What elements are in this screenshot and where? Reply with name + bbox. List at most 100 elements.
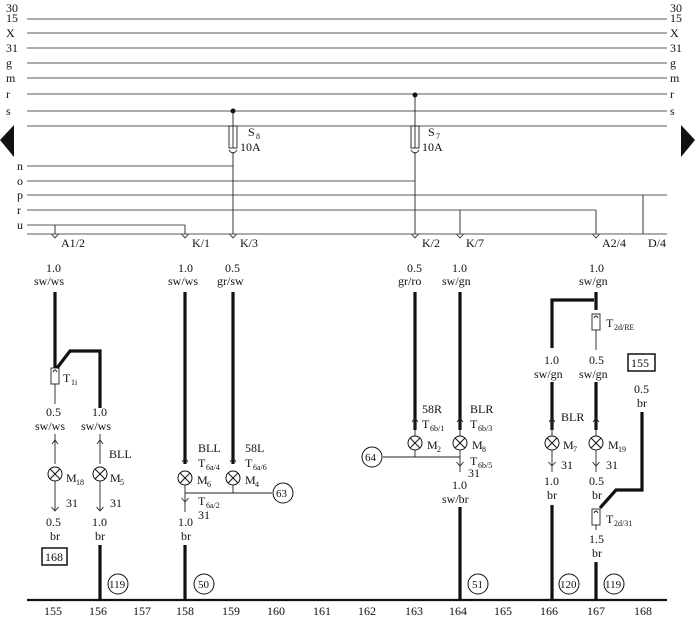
wire-size: 0.5 [46,405,61,419]
bus-label-r-left: r [6,87,10,101]
ref-box-168[interactable] [41,547,68,566]
ref-circle-120[interactable] [558,573,580,595]
lamp-m4-icon [225,470,241,486]
terminal-sub: 6b/3 [478,424,492,433]
wire-color: br [95,529,105,543]
wire-size: 0.5 [225,261,240,275]
lamp-m6-icon [177,470,193,486]
wire-size: 1.0 [178,515,193,529]
fuse-s7: S 7 10A [410,92,443,234]
ref-circle-51[interactable] [467,573,489,595]
bus-label-r-right: r [670,87,674,101]
ref-circle-120-label: 120 [560,579,577,591]
wire-color: gr/sw [217,274,244,288]
pin-58r: 58R [422,402,442,416]
pin-blr: BLR [561,410,584,424]
lamp-m6-sub: 6 [207,480,211,489]
terminal-t2d31: T [606,512,614,526]
pin-31: 31 [468,466,480,480]
ref-circle-119-b[interactable] [603,573,625,595]
terminal-t6a6: T [245,456,253,470]
column-number: 162 [358,604,376,617]
connector-k-3: K/3 [240,236,258,250]
ref-circle-50[interactable] [193,573,215,595]
bus-label-m-left: m [6,71,16,85]
ref-circle-119-label: 119 [109,579,126,591]
wire-color: br [50,529,60,543]
lamp-m18-name: M [66,471,77,485]
terminal-sub: 6b/1 [430,424,444,433]
terminal-t6b5: T [470,454,478,468]
wire-color: sw/ws [34,274,64,288]
wire-color: br [181,529,191,543]
lamp-m4-sub: 4 [255,480,259,489]
connector-k-1: K/1 [192,236,210,250]
wire-size: 1.0 [452,261,467,275]
lamp-m8-name: M [472,438,483,452]
bus-label-g-right: g [670,56,676,70]
circuit-m2-m8: 58R T 6b/1 BLR T 6b/3 M 2 M 8 64 T 6b/5 … [361,292,493,600]
column-number: 164 [449,604,467,617]
fuse-s8-name: S [248,125,255,139]
connector-k-7: K/7 [466,236,484,250]
ref-circle-63[interactable] [272,482,294,504]
wire-size: 1.0 [178,261,193,275]
column-number: 159 [222,604,240,617]
lamp-m6-name: M [197,473,208,487]
connector-arrows [51,233,600,239]
wire-color: br [637,396,647,410]
lamp-m2-icon [407,435,423,451]
wire-size: 1.0 [92,515,107,529]
bus-label-p: p [17,188,23,202]
terminal-t6a4: T [198,456,206,470]
bus-label-31-right: 31 [670,41,682,55]
ref-box-155-label: 155 [631,356,649,370]
ref-box-155[interactable] [627,353,656,372]
fuse-s8-sub: 8 [256,132,260,141]
column-number: 158 [176,604,194,617]
wire-specs-top: 1.0 sw/ws 1.0 sw/ws 0.5 gr/sw 0.5 gr/ro … [34,261,608,288]
pin-31: 31 [561,458,573,472]
bus-label-31-left: 31 [6,41,18,55]
connector-d-4: D/4 [648,236,666,250]
wire-color: sw/gn [442,274,471,288]
ref-circle-119-b-label: 119 [605,579,622,591]
fuse-s8-rating: 10A [240,140,261,154]
terminal-sub: 2d/31 [614,519,632,528]
bottom-ref-circles: 119 50 51 120 119 [107,573,625,595]
pin-58l: 58L [245,441,264,455]
terminal-t6b3: T [470,417,478,431]
terminal-sub: 6a/6 [253,463,267,472]
column-numbers: 155 156 157 158 159 160 161 162 163 164 … [44,604,652,617]
wire-size: 0.5 [46,515,61,529]
circuit-m6-m4: BLL T 6a/4 58L T 6a/6 M 6 M 4 63 T 6a/2 … [177,292,294,600]
connector-a2-4: A2/4 [602,236,626,250]
lamp-m7-icon [544,435,560,451]
wire-size: 1.0 [589,261,604,275]
bus-label-30-left: 30 [6,1,18,15]
circuit-m7-m19: T 2d/RE 1.0 sw/gn 0.5 sw/gn BLR M 7 M 19… [534,292,656,600]
ref-circle-119[interactable] [107,573,129,595]
wire-size: 0.5 [407,261,422,275]
ref-box-168-label: 168 [45,550,63,564]
bus-label-x-right: X [670,26,679,40]
lamp-m19-icon [588,435,604,451]
terminal-sub: 6a/2 [206,501,220,510]
bus-label-30-right: 30 [670,1,682,15]
left-bus-lines [27,165,667,235]
wire-color: sw/gn [579,367,608,381]
bus-label-15-left: 15 [6,11,18,25]
wire-color: sw/gn [534,367,563,381]
lamp-m19-sub: 19 [618,445,626,454]
wire-color: br [592,488,602,502]
terminal-t6a2: T [198,494,206,508]
column-number: 156 [89,604,107,617]
prev-page-arrow-icon[interactable] [0,125,14,157]
bus-labels-left: 30 15 X 31 g m r s [6,1,18,118]
bus-label-g-left: g [6,56,12,70]
connector-a1-2: A1/2 [61,236,85,250]
ref-circle-64[interactable] [361,446,383,468]
pin-bll: BLL [109,447,132,461]
next-page-arrow-icon[interactable] [681,125,695,157]
